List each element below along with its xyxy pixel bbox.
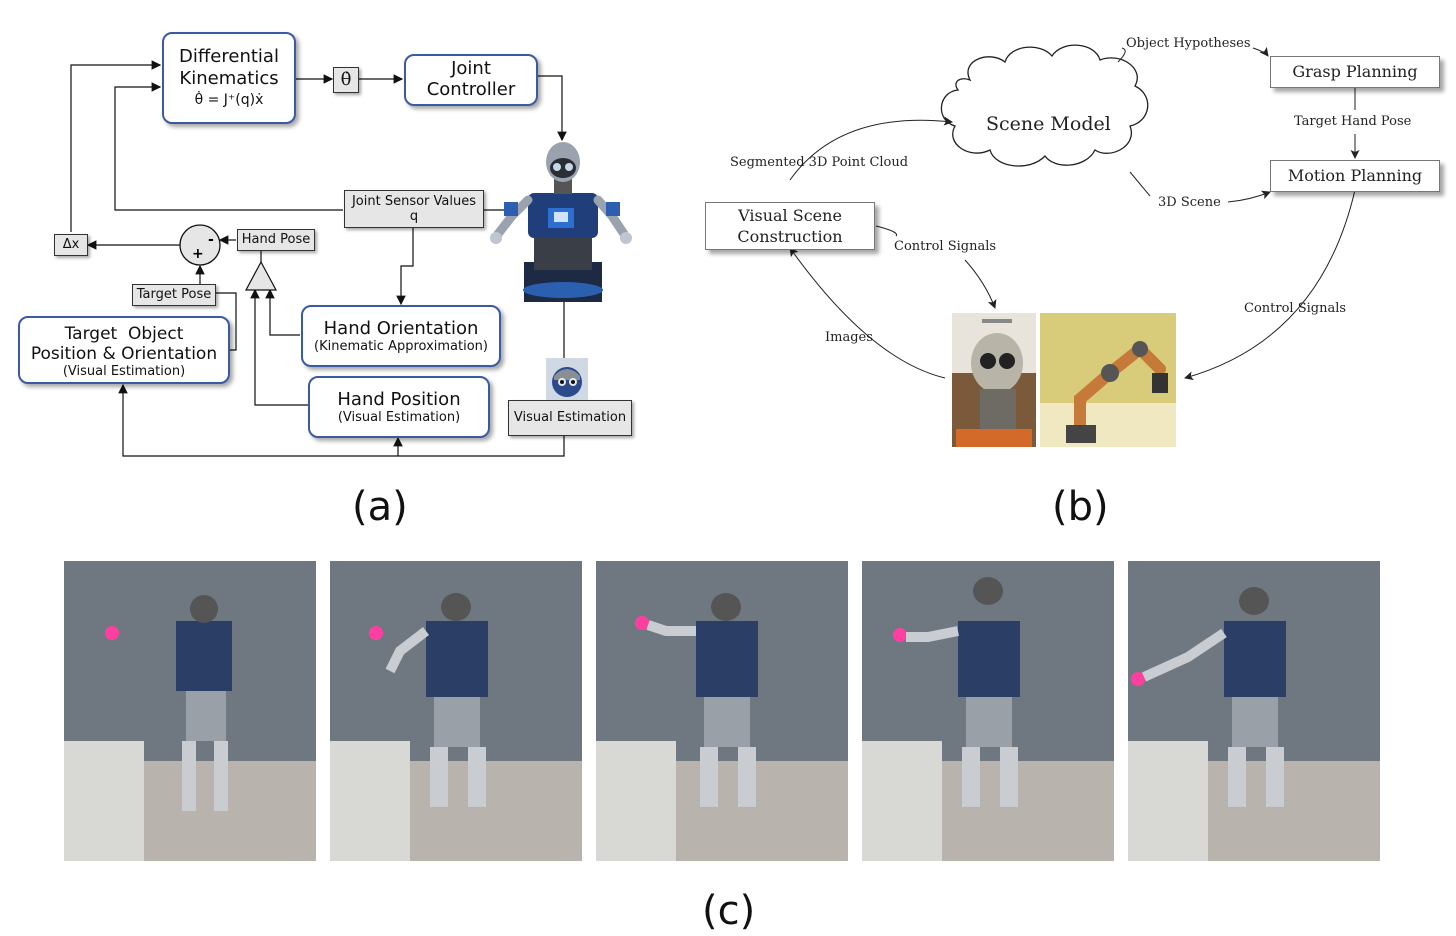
joint-sensor-values-box: Joint Sensor Values q bbox=[344, 190, 484, 228]
hand-orientation-title: Hand Orientation bbox=[323, 318, 479, 339]
object-hypotheses-label: Object Hypotheses bbox=[1126, 36, 1251, 51]
control-signals-left-label: Control Signals bbox=[894, 239, 997, 254]
panel-a-connectors bbox=[70, 60, 567, 457]
hand-orientation-sub: (Kinematic Approximation) bbox=[314, 339, 488, 354]
walking-frame-2 bbox=[330, 561, 582, 861]
combiner-triangle bbox=[244, 260, 278, 291]
hand-position-title: Hand Position bbox=[337, 389, 461, 410]
hand-position-box: Hand Position (Visual Estimation) bbox=[308, 376, 490, 438]
summing-junction bbox=[179, 224, 221, 266]
scene-model-label: Scene Model bbox=[986, 113, 1111, 135]
visual-scene-line1: Visual Scene bbox=[738, 206, 842, 225]
scene-model-cloud bbox=[940, 44, 1149, 167]
target-object-sub: (Visual Estimation) bbox=[62, 364, 186, 379]
segmented-cloud-label: Segmented 3D Point Cloud bbox=[730, 155, 909, 170]
joint-sensor-q: q bbox=[409, 209, 419, 224]
humanoid-robot-image bbox=[490, 142, 632, 302]
robot-head-photo bbox=[952, 313, 1036, 447]
differential-kinematics-box: Differential Kinematics θ̇ = J⁺(q)ẋ bbox=[162, 32, 296, 124]
control-signals-right-label: Control Signals bbox=[1244, 301, 1347, 316]
walking-frame-5 bbox=[1128, 561, 1380, 861]
target-object-box: Target Object Position & Orientation (Vi… bbox=[18, 316, 230, 384]
target-object-line1: Target Object bbox=[64, 324, 184, 344]
panel-b-connectors bbox=[789, 44, 1360, 381]
visual-estimation-box: Visual Estimation bbox=[508, 400, 632, 436]
delta-x-box: Δx bbox=[54, 234, 88, 256]
caption-b: (b) bbox=[1052, 484, 1109, 530]
visual-scene-line2: Construction bbox=[737, 227, 843, 246]
visual-scene-construction-box: Visual Scene Construction bbox=[705, 202, 875, 250]
robot-arm-photo bbox=[1040, 313, 1176, 447]
joint-sensor-title: Joint Sensor Values bbox=[351, 194, 477, 209]
grasp-planning-box: Grasp Planning bbox=[1270, 56, 1440, 88]
minus-sign: - bbox=[208, 232, 214, 248]
3d-scene-label: 3D Scene bbox=[1158, 195, 1221, 210]
theta-dot-box: θ̇ bbox=[333, 67, 359, 93]
diff-kin-title: Differential Kinematics bbox=[179, 46, 279, 89]
caption-a: (a) bbox=[352, 484, 408, 530]
walking-frame-1 bbox=[64, 561, 316, 861]
target-object-line2: Position & Orientation bbox=[30, 344, 218, 364]
diff-kin-equation: θ̇ = J⁺(q)ẋ bbox=[194, 92, 264, 108]
hand-pose-box: Hand Pose bbox=[237, 229, 315, 251]
target-pose-box: Target Pose bbox=[132, 284, 216, 306]
hand-orientation-box: Hand Orientation (Kinematic Approximatio… bbox=[301, 305, 501, 367]
plus-sign: + bbox=[192, 246, 204, 262]
caption-c: (c) bbox=[702, 888, 756, 934]
walking-frame-3 bbox=[596, 561, 848, 861]
camera-head-icon bbox=[546, 358, 588, 400]
walking-frame-4 bbox=[862, 561, 1114, 861]
target-hand-pose-label: Target Hand Pose bbox=[1294, 114, 1412, 129]
motion-planning-box: Motion Planning bbox=[1270, 160, 1440, 192]
images-label: Images bbox=[825, 330, 873, 345]
hand-position-sub: (Visual Estimation) bbox=[337, 410, 461, 425]
joint-controller-box: Joint Controller bbox=[404, 54, 538, 106]
